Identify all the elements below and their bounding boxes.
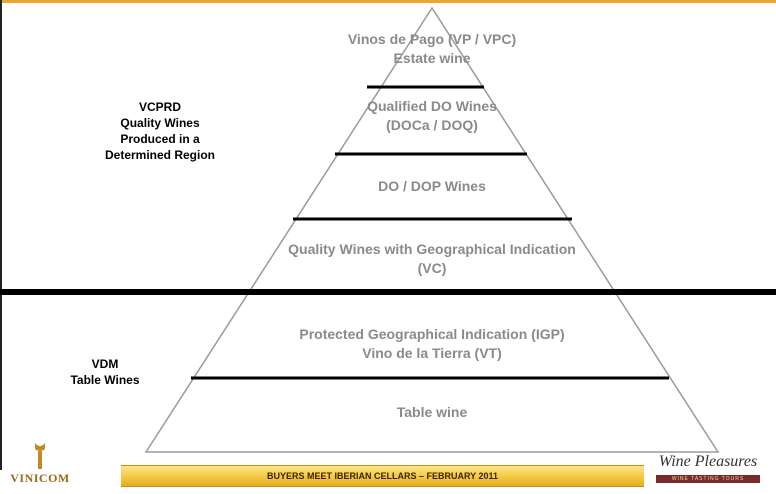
wine-pleasures-logo-text: Wine Pleasures: [658, 453, 758, 470]
vcprd-line-3: Produced in a: [120, 132, 200, 146]
vinicom-mark-icon: [35, 443, 45, 469]
tier-5-line-1: Protected Geographical Indication (IGP): [299, 326, 565, 342]
wine-pleasures-logo: Wine Pleasures WINE TASTING TOURS: [646, 453, 770, 487]
tier-6-line-1: Table wine: [396, 404, 468, 420]
tier-5-line-2: Vino de la Tierra (VT): [362, 345, 502, 361]
vdm-label: VDM Table Wines: [40, 356, 170, 388]
tier-1-line-2: Estate wine: [393, 50, 471, 66]
tier-vinos-de-pago: Vinos de Pago (VP / VPC) Estate wine: [232, 30, 632, 68]
tier-quality-gi: Quality Wines with Geographical Indicati…: [182, 240, 682, 278]
tier-4-line-2: (VC): [417, 260, 447, 276]
wine-pleasures-tagline: WINE TASTING TOURS: [656, 475, 760, 483]
tier-3-line-1: DO / DOP Wines: [378, 178, 486, 194]
vcprd-line-4: Determined Region: [104, 148, 215, 162]
tier-table-wine: Table wine: [232, 403, 632, 422]
top-border: [0, 0, 776, 3]
left-border: [0, 0, 2, 470]
tier-1-line-1: Vinos de Pago (VP / VPC): [347, 31, 517, 47]
vinicom-logo-text: VINICOM: [10, 471, 70, 485]
footer-banner-text: BUYERS MEET IBERIAN CELLARS – FEBRUARY 2…: [266, 471, 499, 481]
tier-4-line-1: Quality Wines with Geographical Indicati…: [288, 241, 576, 257]
tier-do-dop: DO / DOP Wines: [232, 177, 632, 196]
vdm-line-1: VDM: [91, 357, 119, 371]
vdm-line-2: Table Wines: [70, 373, 140, 387]
tier-2-line-1: Qualified DO Wines: [367, 98, 497, 114]
tier-2-line-2: (DOCa / DOQ): [386, 117, 478, 133]
vinicom-logo: VINICOM: [10, 443, 70, 487]
vcprd-label: VCPRD Quality Wines Produced in a Determ…: [60, 99, 260, 163]
tier-igp: Protected Geographical Indication (IGP) …: [182, 325, 682, 363]
pyramid-outline: [144, 6, 720, 453]
footer-banner: BUYERS MEET IBERIAN CELLARS – FEBRUARY 2…: [121, 465, 644, 487]
tier-qualified-do: Qualified DO Wines (DOCa / DOQ): [232, 97, 632, 135]
vcprd-line-2: Quality Wines: [120, 116, 200, 130]
vcprd-line-1: VCPRD: [138, 100, 181, 114]
